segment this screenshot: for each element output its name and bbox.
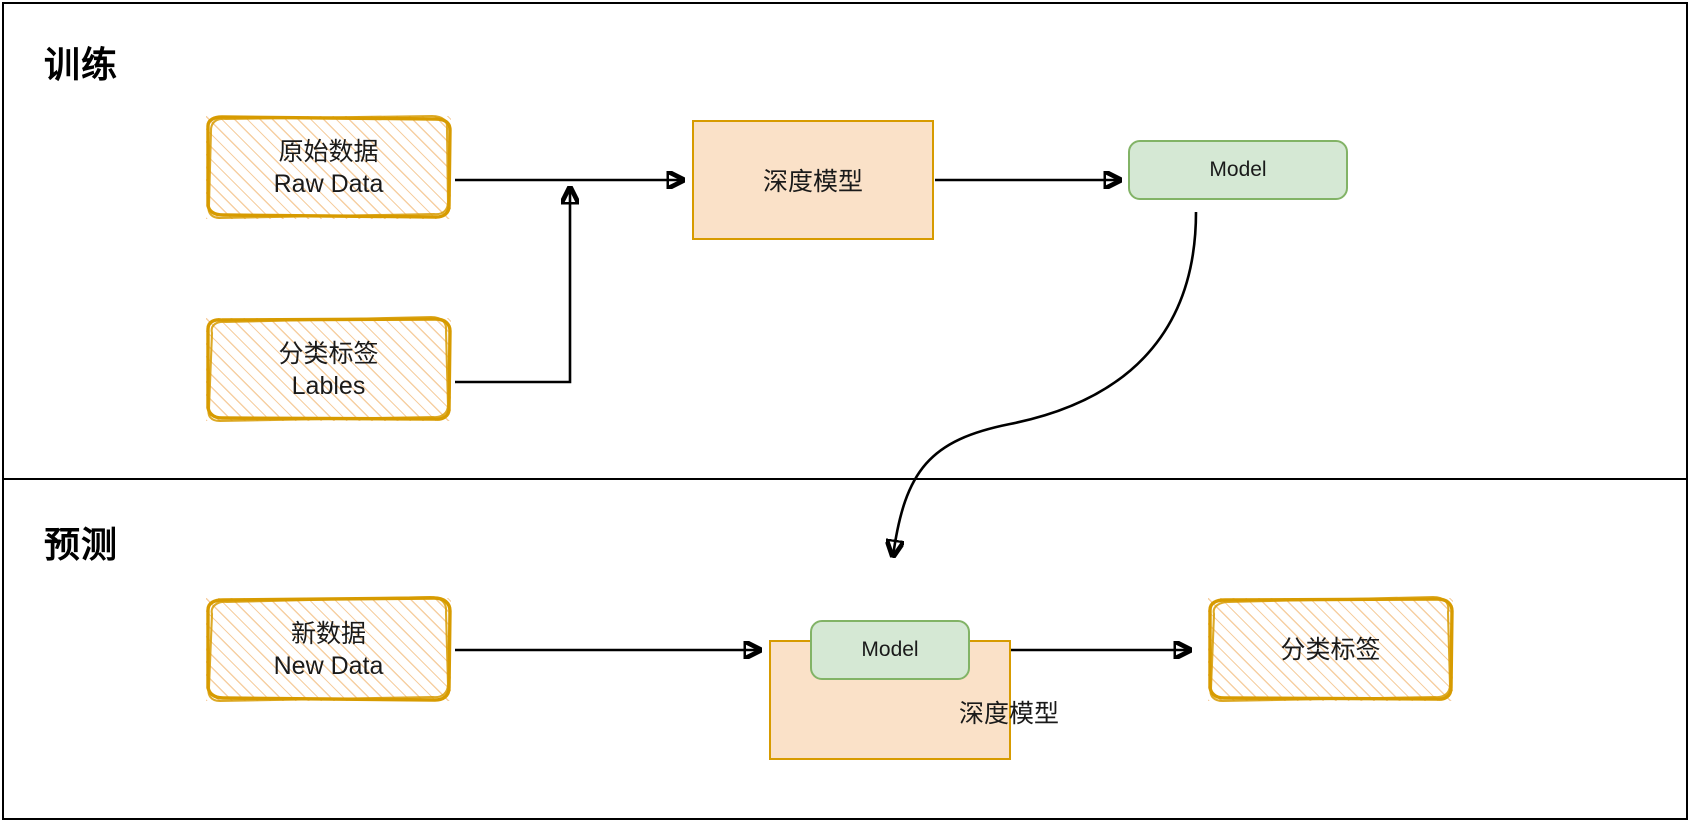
node-new-data[interactable]: 新数据 New Data xyxy=(206,595,452,703)
node-deep-model-training[interactable]: 深度模型 xyxy=(692,120,934,240)
node-raw-data-line1: 原始数据 xyxy=(278,137,379,166)
node-raw-data-line2: Raw Data xyxy=(273,169,384,198)
section-title-prediction: 预测 xyxy=(44,524,119,565)
node-labels-line2: Lables xyxy=(291,371,366,400)
node-labels-line1: 分类标签 xyxy=(278,339,379,368)
node-deep-model-training-label: 深度模型 xyxy=(762,168,863,196)
node-class-labels-output-label: 分类标签 xyxy=(1280,635,1381,664)
node-model-training-label: Model xyxy=(1209,158,1267,181)
node-labels[interactable]: 分类标签 Lables xyxy=(206,315,452,423)
node-model-prediction[interactable]: Model xyxy=(810,620,970,680)
node-raw-data[interactable]: 原始数据 Raw Data xyxy=(206,114,452,220)
node-model-prediction-label: Model xyxy=(861,638,919,661)
node-new-data-line2: New Data xyxy=(273,651,384,680)
node-class-labels-output[interactable]: 分类标签 xyxy=(1208,595,1454,703)
section-title-training: 训练 xyxy=(44,44,119,85)
node-model-training[interactable]: Model xyxy=(1128,140,1348,200)
section-divider xyxy=(2,478,1688,480)
node-deep-model-prediction-label: 深度模型 xyxy=(958,700,1059,728)
node-new-data-line1: 新数据 xyxy=(290,619,366,648)
